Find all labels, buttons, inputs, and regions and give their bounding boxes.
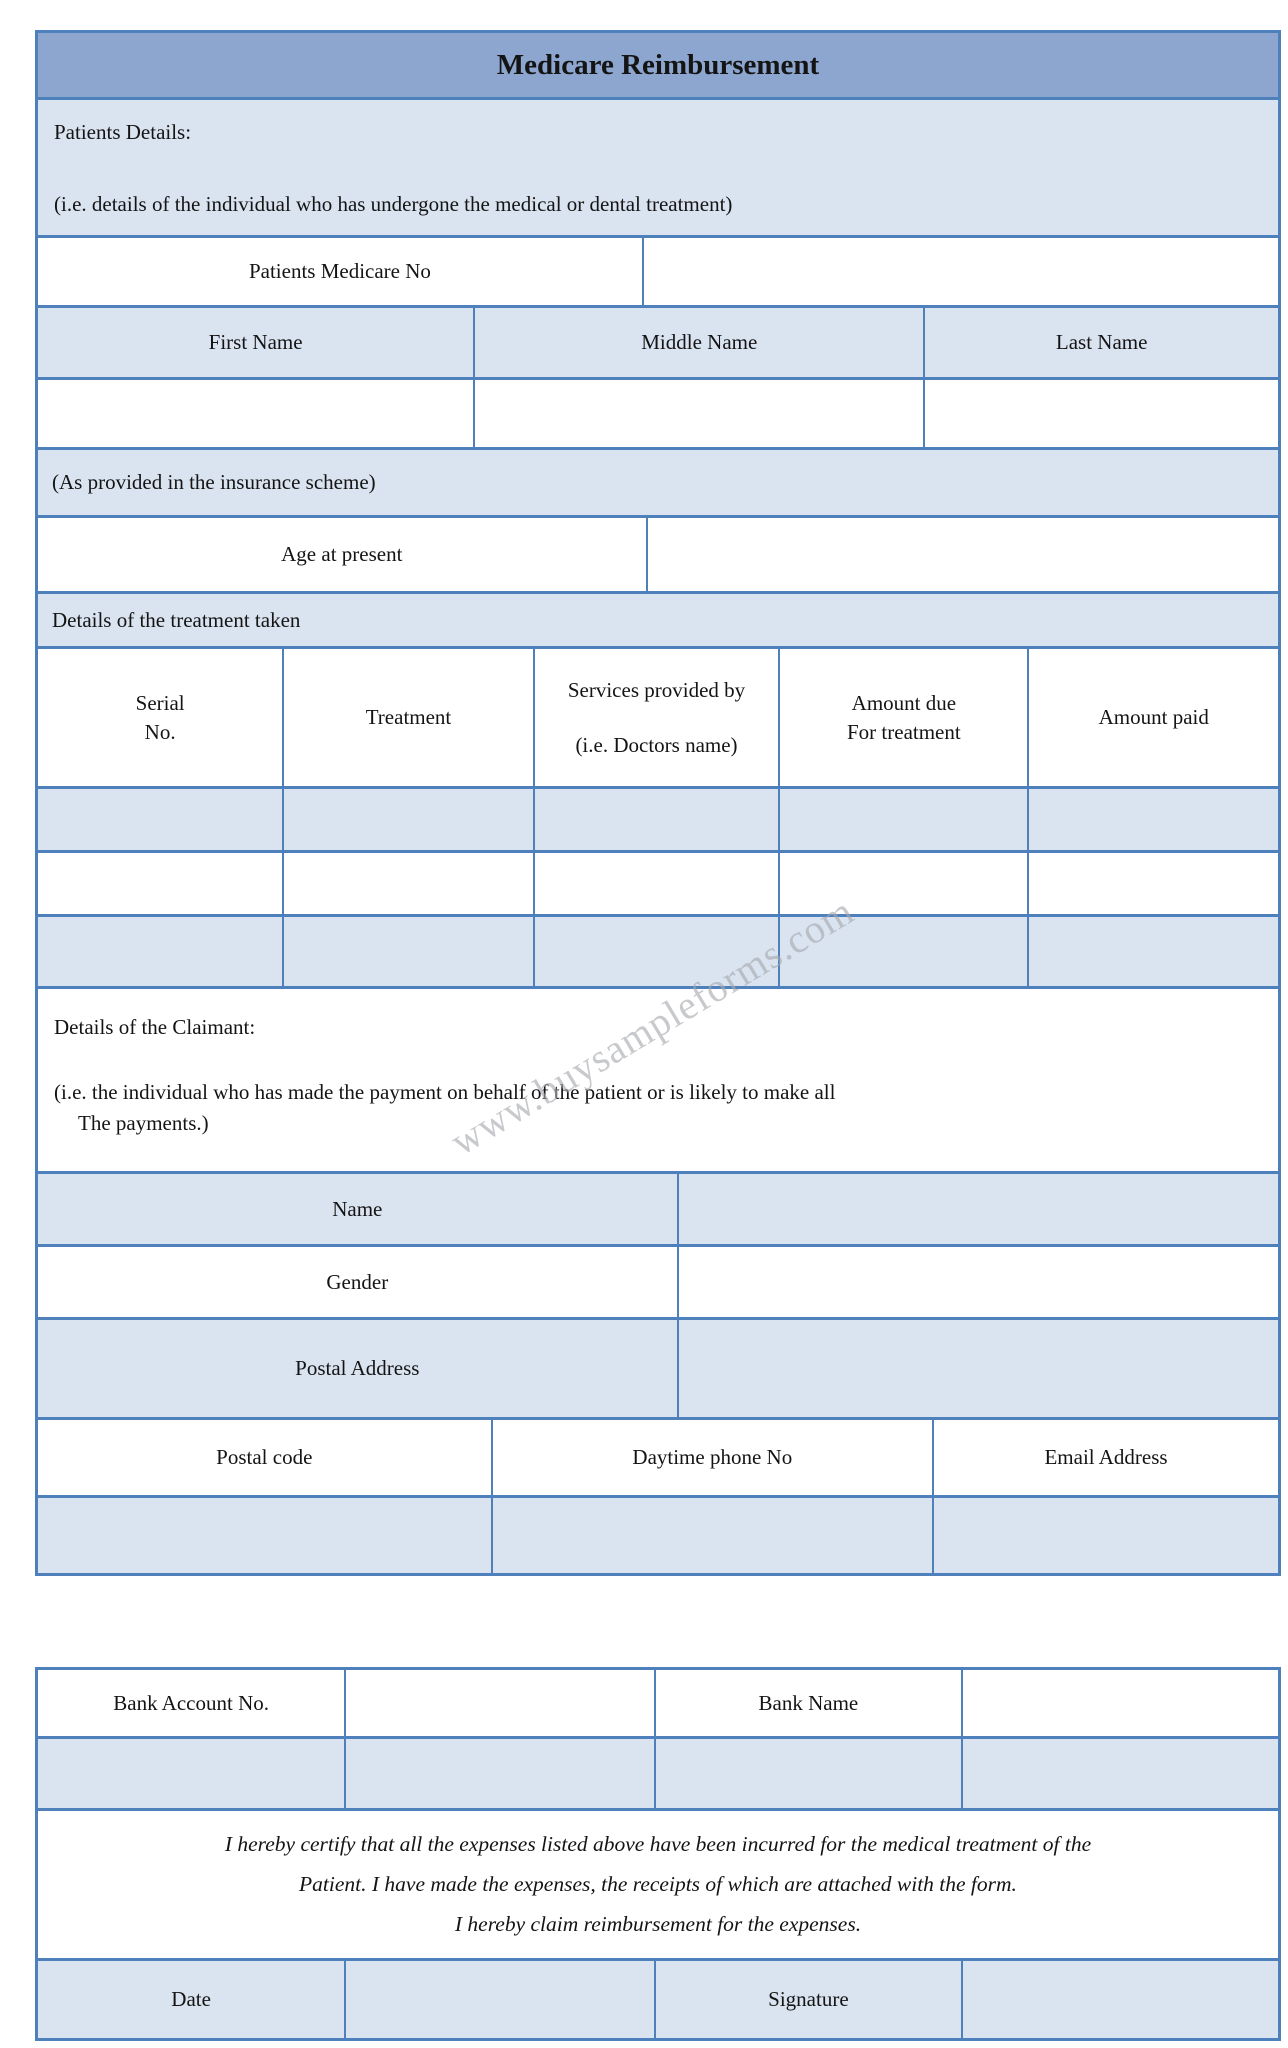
claimant-heading: Details of the Claimant: (54, 1015, 256, 1039)
bank-account-input[interactable] (344, 1670, 654, 1736)
treatment-col-amount-due: Amount due For treatment (778, 649, 1027, 786)
treatment-cell-input[interactable] (282, 789, 533, 850)
patient-details-section: Patients Details: (i.e. details of the i… (38, 97, 1278, 235)
services-label-line1: Services provided by (567, 678, 746, 703)
last-name-header: Last Name (923, 308, 1278, 377)
treatment-cell-input[interactable] (1027, 789, 1278, 850)
postal-address-input[interactable] (676, 1320, 1278, 1417)
treatment-cell-input[interactable] (282, 853, 532, 914)
treatment-input-row-3 (38, 914, 1278, 986)
date-input[interactable] (344, 1961, 655, 2038)
treatment-col-treatment: Treatment (282, 649, 532, 786)
treatment-col-serial: Serial No. (38, 649, 282, 786)
first-name-input[interactable] (38, 380, 473, 447)
name-header-row: First Name Middle Name Last Name (38, 305, 1278, 377)
middle-name-input[interactable] (473, 380, 923, 447)
treatment-header-row: Serial No. Treatment Services provided b… (38, 646, 1278, 786)
email-address-header: Email Address (932, 1420, 1278, 1495)
serial-label-line1: Serial (135, 691, 185, 716)
name-input-row (38, 377, 1278, 447)
treatment-cell-input[interactable] (38, 789, 283, 850)
bank-input-row (38, 1736, 1278, 1808)
contact-header-row: Postal code Daytime phone No Email Addre… (38, 1417, 1278, 1495)
age-row: Age at present (38, 515, 1278, 591)
insurance-note-row: (As provided in the insurance scheme) (38, 447, 1278, 515)
medicare-no-row: Patients Medicare No (38, 235, 1278, 305)
claimant-gender-input[interactable] (676, 1247, 1278, 1317)
treatment-cell-input[interactable] (38, 917, 283, 986)
serial-label-line2: No. (144, 719, 176, 744)
declaration-line3: I hereby claim reimbursement for the exp… (454, 1912, 862, 1936)
treatment-cell-input[interactable] (38, 853, 282, 914)
bank-cell-input[interactable] (38, 1739, 345, 1808)
amount-due-label-line2: For treatment (847, 719, 961, 744)
bank-header-row: Bank Account No. Bank Name (38, 1670, 1278, 1736)
daytime-phone-header: Daytime phone No (490, 1420, 932, 1495)
treatment-cell-input[interactable] (532, 789, 779, 850)
age-input[interactable] (645, 518, 1278, 591)
claimant-gender-label: Gender (326, 1269, 389, 1294)
insurance-note: (As provided in the insurance scheme) (38, 450, 1278, 515)
treatment-col-amount-paid: Amount paid (1027, 649, 1278, 786)
treatment-heading: Details of the treatment taken (38, 594, 1278, 646)
bank-account-label: Bank Account No. (113, 1690, 269, 1715)
date-label: Date (38, 1961, 345, 2038)
bank-name-label: Bank Name (654, 1670, 960, 1736)
postal-code-input[interactable] (38, 1498, 491, 1573)
signature-input[interactable] (960, 1961, 1278, 2038)
postal-address-label: Postal Address (38, 1320, 677, 1417)
claimant-gender-row: Gender (38, 1244, 1278, 1317)
bank-cell-input[interactable] (654, 1739, 961, 1808)
last-name-input[interactable] (923, 380, 1278, 447)
bank-cell-input[interactable] (960, 1739, 1278, 1808)
patient-details-note: (i.e. details of the individual who has … (54, 192, 733, 216)
form-title-bar: Medicare Reimbursement (38, 33, 1278, 97)
medicare-no-label: Patients Medicare No (248, 259, 431, 283)
claimant-note-line2: The payments.) (78, 1111, 209, 1135)
claimant-section: Details of the Claimant: (i.e. the indiv… (38, 986, 1278, 1171)
daytime-phone-input[interactable] (490, 1498, 933, 1573)
form-title: Medicare Reimbursement (496, 48, 820, 81)
treatment-cell-input[interactable] (1027, 917, 1278, 986)
medicare-form-table: Medicare Reimbursement Patients Details:… (35, 30, 1281, 1576)
claimant-name-row: Name (38, 1171, 1278, 1244)
date-signature-row: Date Signature (38, 1958, 1278, 2038)
amount-due-label-line1: Amount due (851, 691, 957, 716)
treatment-input-row-2 (38, 850, 1278, 914)
medicare-no-input[interactable] (641, 238, 1278, 305)
declaration-line2: Patient. I have made the expenses, the r… (299, 1872, 1017, 1896)
signature-label: Signature (654, 1961, 961, 2038)
declaration-section: I hereby certify that all the expenses l… (38, 1808, 1278, 1958)
contact-input-row (38, 1495, 1278, 1573)
bank-name-input[interactable] (960, 1670, 1278, 1736)
postal-code-header: Postal code (216, 1445, 313, 1469)
treatment-cell-input[interactable] (532, 853, 779, 914)
treatment-input-row-1 (38, 786, 1278, 850)
bank-declaration-table: Bank Account No. Bank Name I hereby cert… (35, 1667, 1281, 2041)
treatment-cell-input[interactable] (778, 917, 1028, 986)
services-label-line2: (i.e. Doctors name) (575, 732, 738, 757)
treatment-cell-input[interactable] (532, 917, 779, 986)
declaration-line1: I hereby certify that all the expenses l… (224, 1832, 1092, 1856)
patient-details-heading: Patients Details: (54, 120, 192, 144)
treatment-heading-row: Details of the treatment taken (38, 591, 1278, 646)
treatment-col-services: Services provided by (i.e. Doctors name) (532, 649, 779, 786)
treatment-cell-input[interactable] (1027, 853, 1278, 914)
bank-cell-input[interactable] (344, 1739, 655, 1808)
claimant-name-label: Name (38, 1174, 677, 1244)
claimant-postal-address-row: Postal Address (38, 1317, 1278, 1417)
claimant-name-input[interactable] (676, 1174, 1278, 1244)
treatment-cell-input[interactable] (282, 917, 533, 986)
claimant-note-line1: (i.e. the individual who has made the pa… (54, 1080, 836, 1104)
treatment-cell-input[interactable] (778, 853, 1027, 914)
email-address-input[interactable] (932, 1498, 1278, 1573)
treatment-cell-input[interactable] (778, 789, 1028, 850)
age-label: Age at present (281, 542, 403, 566)
first-name-header: First Name (38, 308, 474, 377)
middle-name-header: Middle Name (473, 308, 924, 377)
